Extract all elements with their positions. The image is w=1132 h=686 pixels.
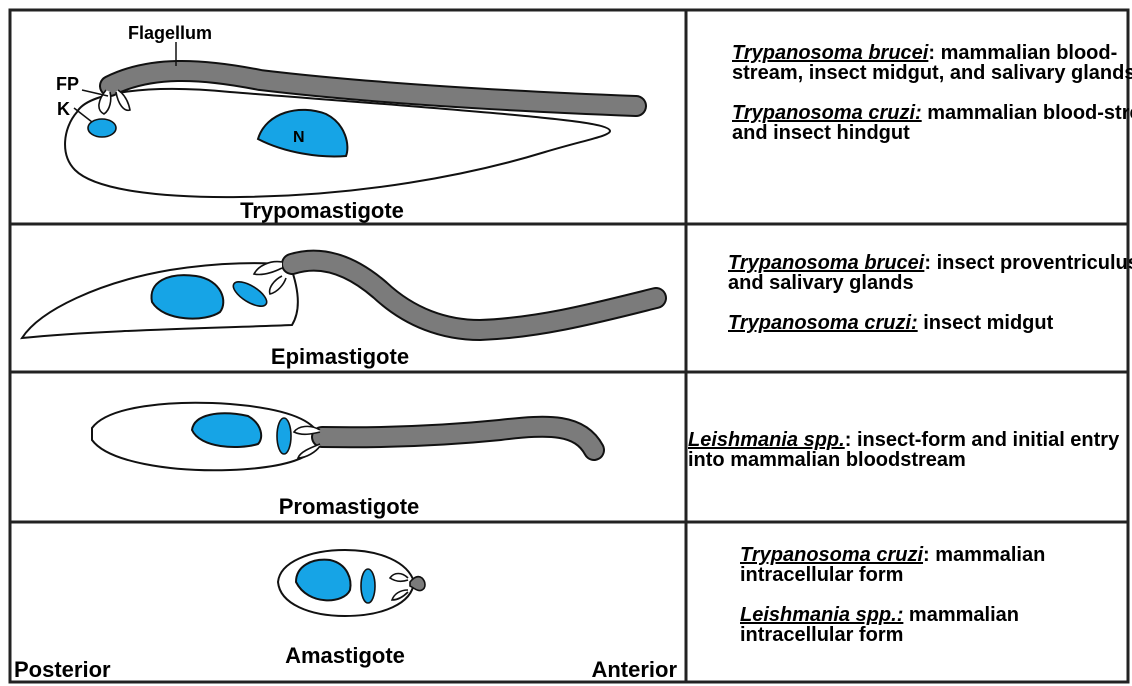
stage-title-amastigote: Amastigote (285, 643, 405, 668)
species-name: Leishmania spp.: (740, 604, 903, 626)
habitat-cell-trypomastigote: Trypanosoma brucei: mammalian blood-stre… (732, 43, 1132, 143)
epimastigote-illustration (22, 261, 656, 338)
habitat-entry: Trypanosoma cruzi: mammalian intracellul… (740, 545, 1120, 585)
habitat-cell-epimastigote: Trypanosoma brucei: insect proventriculu… (728, 253, 1132, 333)
nucleus-label: N (293, 129, 305, 146)
separator: : (923, 544, 930, 566)
species-name: Trypanosoma brucei (732, 42, 928, 64)
kinetoplast (361, 569, 375, 603)
stage-title-promastigote: Promastigote (279, 494, 420, 519)
habitat-entry: Trypanosoma cruzi: mammalian blood-strea… (732, 103, 1132, 143)
species-name: Trypanosoma cruzi (740, 544, 923, 566)
habitat-entry: Leishmania spp.: insect-form and initial… (688, 430, 1126, 470)
fp-label: FP (56, 74, 79, 94)
amastigote-illustration (278, 550, 425, 616)
habitat-entry: Leishmania spp.: mammalian intracellular… (740, 605, 1120, 645)
anterior-label: Anterior (591, 657, 677, 682)
flagellum-label: Flagellum (128, 23, 212, 43)
stage-title-epimastigote: Epimastigote (271, 344, 409, 369)
trypomastigote-illustration: Flagellum FP K N (56, 23, 636, 197)
habitat-entry: Trypanosoma cruzi: insect midgut (728, 313, 1132, 333)
species-name: Trypanosoma brucei (728, 252, 924, 274)
habitat-cell-amastigote: Trypanosoma cruzi: mammalian intracellul… (740, 545, 1120, 645)
habitat-cell-promastigote: Leishmania spp.: insect-form and initial… (688, 430, 1126, 470)
kinetoplast (277, 418, 291, 454)
stage-title-trypomastigote: Trypomastigote (240, 198, 404, 223)
promastigote-illustration (92, 403, 594, 470)
habitat-entry: Trypanosoma brucei: mammalian blood-stre… (732, 43, 1132, 83)
nucleus (151, 275, 223, 318)
species-name: Trypanosoma cruzi: (732, 102, 922, 124)
habitat-text: insect midgut (918, 312, 1054, 334)
species-name: Trypanosoma cruzi: (728, 312, 918, 334)
posterior-label: Posterior (14, 657, 111, 682)
species-name: Leishmania spp. (688, 429, 845, 451)
k-label: K (57, 99, 70, 119)
habitat-entry: Trypanosoma brucei: insect proventriculu… (728, 253, 1132, 293)
